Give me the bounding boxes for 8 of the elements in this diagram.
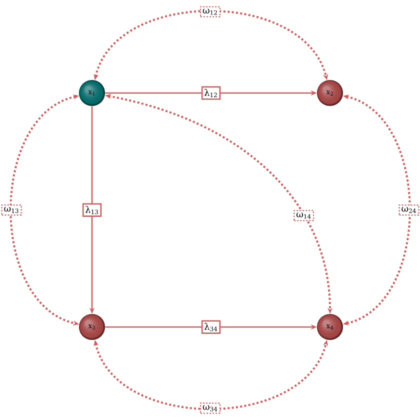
edge-label: ω$_{34}$ (200, 402, 220, 414)
edge-label: ω$_{14}$ (294, 210, 314, 222)
edge-label: λ$_{12}$ (201, 86, 221, 100)
edge-label: λ$_{13}$ (82, 203, 102, 217)
edge-label: λ$_{34}$ (201, 320, 221, 334)
edge-label: ω$_{13}$ (1, 204, 22, 216)
edge-label: ω$_{24}$ (398, 204, 420, 216)
edge-label: ω$_{12}$ (200, 6, 220, 18)
